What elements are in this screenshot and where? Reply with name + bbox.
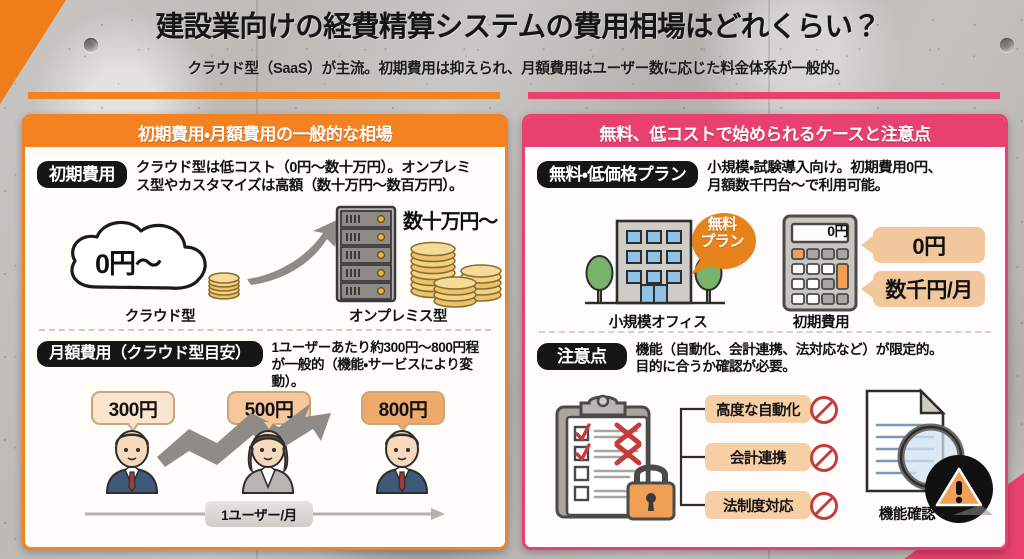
prohibited-icon xyxy=(810,444,838,472)
padlock-icon xyxy=(626,464,676,521)
limit-chip-accounting: 会計連携 xyxy=(705,443,811,471)
caution-pill: 注意点 xyxy=(537,343,627,371)
server-rack-icon xyxy=(335,205,397,303)
section-divider xyxy=(539,331,991,333)
initial-cost-row: 初期費用 クラウド型は低コスト（0円〜数十万円）。オンプレミ ス型やカスタマイズ… xyxy=(37,159,489,195)
cloud-caption: クラウド型 xyxy=(124,309,196,325)
growth-arrow-icon xyxy=(247,219,339,285)
accent-bar-left xyxy=(28,92,500,99)
panel-cost-ranges: 初期費用・月額費用の一般的な相場 初期費用 クラウド型は低コスト（0円〜数十万円… xyxy=(22,114,508,550)
office-caption: 小規模オフィス xyxy=(608,315,708,331)
panel-right-body: 無料・低価格プラン 小規模・試験導入向け。初期費用0円、 月額数千円台〜で利用可… xyxy=(525,147,1005,547)
person-avatar-icon xyxy=(241,430,295,494)
office-building-icon xyxy=(585,219,725,305)
calculator-icon xyxy=(782,214,858,312)
panel-free-lowcost: 無料、低コストで始められるケースと注意点 無料・低価格プラン 小規模・試験導入向… xyxy=(522,114,1008,550)
tag-monthly-thousands: 数千円/月 xyxy=(861,271,985,307)
bolt-hole xyxy=(1000,38,1014,52)
onprem-price: 数十万円〜 xyxy=(403,211,498,233)
free-plan-badge xyxy=(691,213,756,275)
accent-bar-right xyxy=(528,92,1000,99)
connector-lines xyxy=(679,407,705,507)
monthly-cost-row: 月額費用（クラウド型目安） 1ユーザーあたり約300円〜800円程 が一般的（機… xyxy=(37,339,489,390)
page-title-wrap: 建設業向けの経費精算システムの費用相場はどれくらい？ xyxy=(114,11,922,47)
price-bubble-300: 300円 xyxy=(91,391,175,432)
calculator-caption: 初期費用 xyxy=(792,315,850,331)
prohibited-icon xyxy=(810,492,838,520)
corner-accent-orange xyxy=(0,0,66,104)
initial-cost-pill: 初期費用 xyxy=(37,161,127,189)
section-divider xyxy=(39,329,491,331)
monthly-cost-desc: 1ユーザーあたり約300円〜800円程 が一般的（機能・サービスにより変動）。 xyxy=(271,340,480,390)
onprem-caption: オンプレミス型 xyxy=(348,309,448,325)
calculator-display: 0円 xyxy=(827,223,848,239)
coin-stack-icon xyxy=(208,272,240,300)
limit-chip-legal: 法制度対応 xyxy=(705,491,811,519)
person-avatar-icon xyxy=(105,430,159,494)
axis-label-chip: 1ユーザー/月 xyxy=(205,501,313,527)
price-bubble-800: 800円 xyxy=(361,391,445,432)
free-plan-badge-text: 無料 プラン xyxy=(700,216,744,250)
initial-cost-desc: クラウド型は低コスト（0円〜数十万円）。オンプレミ ス型やカスタマイズは高額（数… xyxy=(136,160,471,195)
header: 建設業向けの経費精算システムの費用相場はどれくらい？ クラウド型（SaaS）が主… xyxy=(0,0,1024,99)
coin-stack-icon xyxy=(410,241,502,308)
page-title: 建設業向けの経費精算システムの費用相場はどれくらい？ xyxy=(155,11,881,43)
panel-left-body: 初期費用 クラウド型は低コスト（0円〜数十万円）。オンプレミ ス型やカスタマイズ… xyxy=(25,147,505,547)
free-plan-row: 無料・低価格プラン 小規模・試験導入向け。初期費用0円、 月額数千円台〜で利用可… xyxy=(537,159,989,195)
check-caption: 機能確認 xyxy=(878,507,936,523)
panel-right-header: 無料、低コストで始められるケースと注意点 xyxy=(525,117,1005,147)
cloud-price: 0円〜 xyxy=(95,249,162,279)
free-plan-desc: 小規模・試験導入向け。初期費用0円、 月額数千円台〜で利用可能。 xyxy=(707,160,942,195)
growth-arrow-icon xyxy=(157,403,331,467)
warning-triangle-icon xyxy=(925,455,993,523)
limit-chip-automation: 高度な自動化 xyxy=(705,395,811,423)
monthly-cost-pill: 月額費用（クラウド型目安） xyxy=(37,341,263,367)
caution-row: 注意点 機能（自動化、会計連携、法対応など）が限定的。 目的に合うか確認が必要。 xyxy=(537,341,989,376)
prohibited-icon xyxy=(810,396,838,424)
free-plan-pill: 無料・低価格プラン xyxy=(537,161,699,189)
tag-initial-0yen: 0円 xyxy=(861,227,985,263)
panel-left-header: 初期費用・月額費用の一般的な相場 xyxy=(25,117,505,147)
caution-desc: 機能（自動化、会計連携、法対応など）が限定的。 目的に合うか確認が必要。 xyxy=(635,342,943,375)
page-subtitle: クラウド型（SaaS）が主流。初期費用は抑えられ、月額費用はユーザー数に応じた料… xyxy=(187,61,849,77)
person-avatar-icon xyxy=(375,430,429,494)
bolt-hole xyxy=(84,38,98,52)
cloud-icon xyxy=(70,220,207,290)
